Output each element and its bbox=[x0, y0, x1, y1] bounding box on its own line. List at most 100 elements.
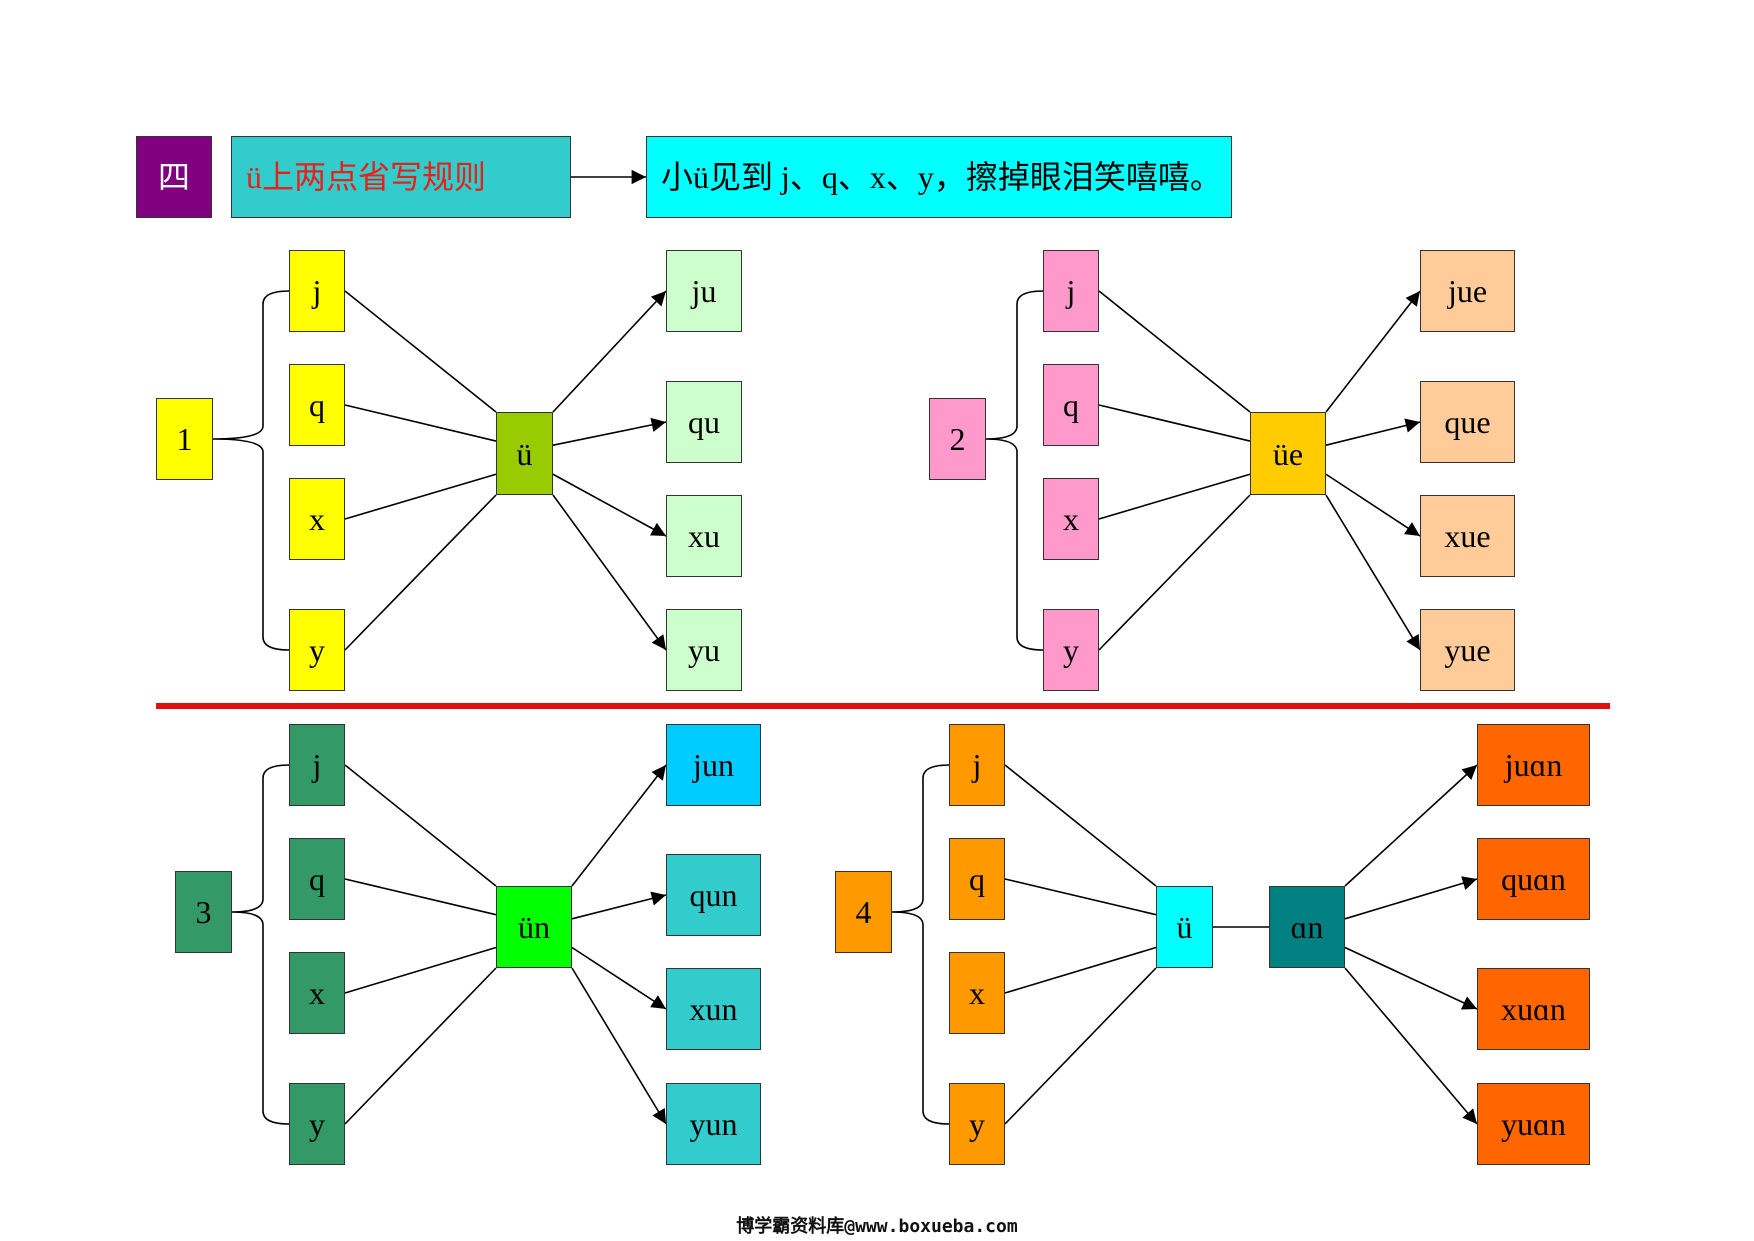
initial-to-vowel-line bbox=[344, 290, 497, 413]
initial-to-vowel-line bbox=[1004, 764, 1157, 887]
initial-label: y bbox=[969, 1106, 985, 1142]
initial-q-box: q bbox=[949, 838, 1005, 920]
initial-to-vowel-line bbox=[1004, 878, 1157, 916]
result-label: yuɑn bbox=[1501, 1106, 1566, 1142]
result-qun-box: qun bbox=[666, 854, 761, 936]
result-label: xue bbox=[1444, 518, 1491, 554]
initial-label: x bbox=[309, 501, 325, 537]
result-yue-box: yue bbox=[1420, 609, 1515, 691]
result-jue-box: jue bbox=[1420, 250, 1515, 332]
footer-credit: 博学霸资料库@www.boxueba.com bbox=[736, 1216, 1018, 1237]
initial-label: x bbox=[1063, 501, 1079, 537]
result-label: jun bbox=[693, 747, 734, 783]
vowel-to-result-arrow bbox=[1344, 764, 1478, 887]
final-label: ɑn bbox=[1290, 909, 1324, 945]
initial-to-vowel-line bbox=[1098, 473, 1251, 520]
initial-label: q bbox=[309, 387, 325, 423]
initial-x-box: x bbox=[949, 952, 1005, 1034]
vowel-to-result-arrow bbox=[571, 946, 667, 1010]
initial-j-box: j bbox=[289, 250, 345, 332]
result-label: qu bbox=[688, 404, 720, 440]
grouping-brace bbox=[985, 290, 1044, 651]
grouping-brace bbox=[891, 764, 950, 1125]
result-que-box: que bbox=[1420, 381, 1515, 463]
initial-label: j bbox=[972, 747, 982, 783]
initial-label: y bbox=[1063, 632, 1079, 668]
result-xu-box: xu bbox=[666, 495, 742, 577]
vowel-to-result-arrow bbox=[1325, 494, 1421, 651]
panel-number: 1 bbox=[176, 421, 193, 457]
initial-label: q bbox=[969, 861, 985, 897]
rhyme-text: 小ü见到 j、q、x、y，擦掉眼泪笑嘻嘻。 bbox=[661, 159, 1222, 195]
vowel-to-result-arrow bbox=[1344, 967, 1478, 1125]
vowel-to-result-arrow bbox=[552, 417, 667, 446]
panel-3-number-box: 3 bbox=[175, 871, 232, 953]
vowel-label: üe bbox=[1272, 435, 1304, 472]
initial-to-vowel-line bbox=[344, 967, 497, 1125]
result-qu-box: qu bbox=[666, 381, 742, 463]
vowel-to-result-arrow bbox=[571, 967, 667, 1125]
initial-q-box: q bbox=[289, 838, 345, 920]
vowel-to-result-arrow bbox=[1325, 473, 1421, 537]
initial-y-box: y bbox=[949, 1083, 1005, 1165]
rule-title: ü上两点省写规则 bbox=[246, 159, 487, 195]
vowel-to-result-arrow bbox=[552, 473, 667, 537]
result-label: ju bbox=[691, 273, 717, 309]
result-label: quɑn bbox=[1501, 861, 1566, 897]
initial-label: j bbox=[1066, 273, 1076, 309]
initial-to-vowel-line bbox=[344, 764, 497, 887]
result-label: que bbox=[1444, 404, 1491, 440]
result-xue-box: xue bbox=[1420, 495, 1515, 577]
vowel-box: ü bbox=[1156, 886, 1213, 968]
grouping-brace bbox=[231, 764, 290, 1125]
vowel-label: ü bbox=[516, 435, 533, 472]
result-jun-box: jun bbox=[666, 724, 761, 806]
result-ju-box: ju bbox=[666, 250, 742, 332]
initial-label: y bbox=[309, 632, 325, 668]
panel-1-number-box: 1 bbox=[156, 398, 213, 480]
vowel-to-result-arrow bbox=[571, 891, 667, 920]
vowel-label: ü bbox=[1176, 909, 1193, 945]
result-xun-box: xun bbox=[666, 968, 761, 1050]
initial-label: j bbox=[312, 747, 322, 783]
result-label: yu bbox=[688, 632, 720, 668]
rhyme-box: 小ü见到 j、q、x、y，擦掉眼泪笑嘻嘻。 bbox=[646, 136, 1232, 218]
initial-q-box: q bbox=[289, 364, 345, 446]
result-label: xu bbox=[688, 518, 720, 554]
result-xuan-box: xuɑn bbox=[1477, 968, 1590, 1050]
vowel-box: ü bbox=[496, 412, 553, 495]
vowel-box: üe bbox=[1250, 412, 1326, 495]
result-quan-box: quɑn bbox=[1477, 838, 1590, 920]
vowel-to-result-arrow bbox=[1344, 876, 1478, 920]
initial-x-box: x bbox=[1043, 478, 1099, 560]
initial-to-vowel-line bbox=[344, 878, 497, 916]
initial-label: q bbox=[1063, 387, 1079, 423]
initial-label: x bbox=[309, 975, 325, 1011]
result-juan-box: juɑn bbox=[1477, 724, 1590, 806]
result-label: juɑn bbox=[1504, 747, 1563, 783]
vowel-to-result-arrow bbox=[552, 494, 667, 651]
vowel-to-result-arrow bbox=[1325, 418, 1421, 446]
initial-to-vowel-line bbox=[344, 404, 497, 442]
vowel-to-result-arrow bbox=[1325, 290, 1421, 413]
result-label: yue bbox=[1444, 632, 1491, 668]
result-yun-box: yun bbox=[666, 1083, 761, 1165]
initial-x-box: x bbox=[289, 478, 345, 560]
vowel-to-result-arrow bbox=[571, 764, 667, 887]
initial-to-vowel-line bbox=[1004, 946, 1157, 994]
initial-y-box: y bbox=[1043, 609, 1099, 691]
result-label: jue bbox=[1447, 273, 1488, 309]
vowel-label: ün bbox=[518, 909, 550, 945]
initial-to-vowel-line bbox=[344, 494, 497, 651]
initial-j-box: j bbox=[289, 724, 345, 806]
vowel-to-result-arrow bbox=[552, 290, 667, 413]
initial-to-vowel-line bbox=[1098, 404, 1251, 442]
initial-q-box: q bbox=[1043, 364, 1099, 446]
initial-to-vowel-line bbox=[1004, 967, 1157, 1125]
section-number-box: 四 bbox=[136, 136, 212, 218]
result-label: xun bbox=[689, 991, 738, 1027]
grouping-brace bbox=[212, 290, 290, 651]
initial-label: q bbox=[309, 861, 325, 897]
result-yuan-box: yuɑn bbox=[1477, 1083, 1590, 1165]
